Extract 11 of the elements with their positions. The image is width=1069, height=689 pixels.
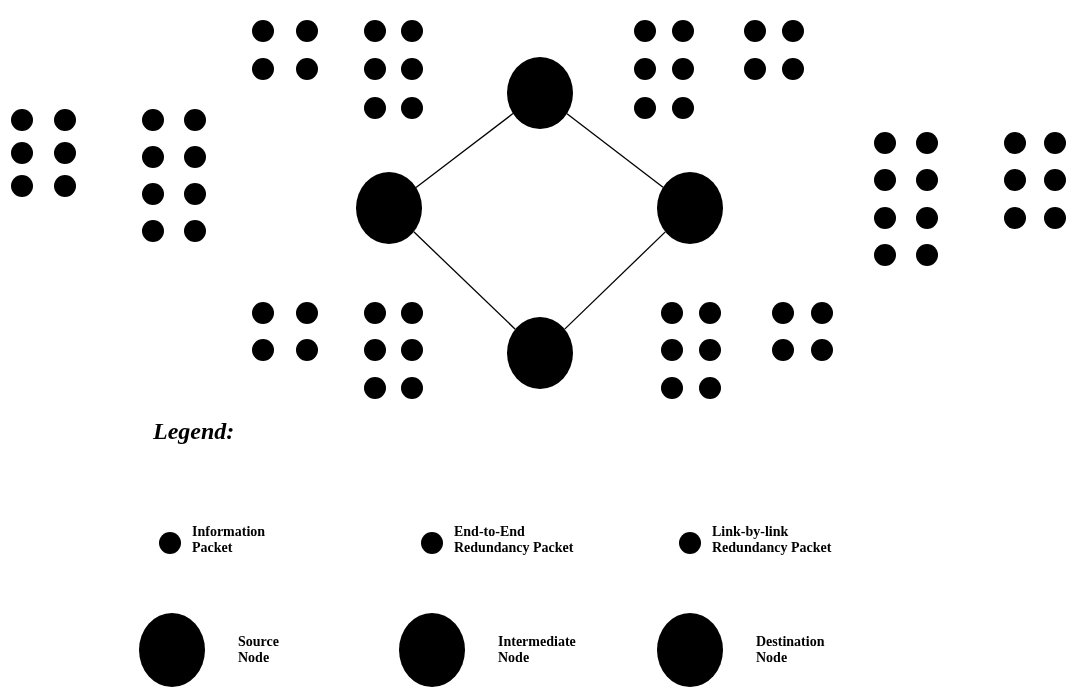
legend-title: Legend: (153, 418, 235, 445)
legend-label: Intermediate Node (498, 634, 577, 666)
legend-label: Source Node (238, 634, 280, 666)
legend-label: Destination Node (756, 634, 826, 666)
legend-label: Link-by-link Redundancy Packet (712, 524, 833, 556)
link-line (415, 112, 514, 189)
link-line (566, 113, 664, 188)
legend-label: Information Packet (192, 524, 267, 556)
link-line (564, 231, 666, 330)
legend-label: End-to-End Redundancy Packet (454, 524, 575, 556)
link-line (413, 231, 516, 330)
